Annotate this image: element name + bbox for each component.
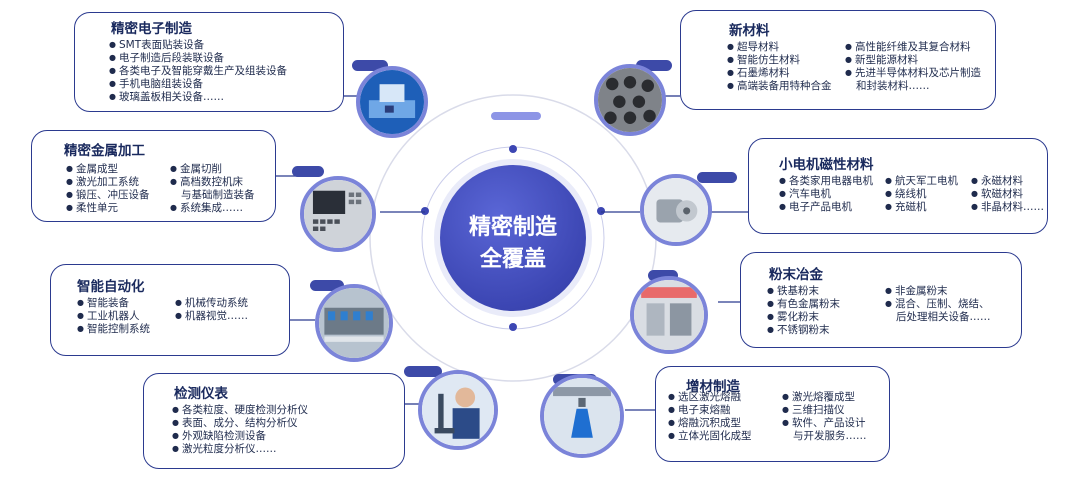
center-hub: 精密制造 全覆盖 — [440, 165, 586, 311]
list-item: 柔性单元 — [66, 202, 118, 215]
center-title-line2: 全覆盖 — [479, 247, 546, 272]
accent-pill — [310, 280, 344, 291]
list-item: SMT表面贴装设备 — [109, 39, 204, 52]
list-item: 激光熔覆成型 — [782, 391, 855, 404]
panel-title: 检测仪表 — [174, 386, 228, 402]
accent-pill — [697, 172, 737, 183]
panel-test-instruments: 检测仪表 各类粒度、硬度检测分析仪 表面、成分、结构分析仪 外观缺陷检测设备 激… — [143, 373, 405, 469]
motor-photo — [640, 174, 712, 246]
list-item: 金属成型 — [66, 163, 118, 176]
list-item: 永磁材料 — [971, 175, 1023, 188]
microscope-photo — [418, 370, 498, 450]
center-title-line1: 精密制造 — [468, 215, 557, 240]
panel-new-materials: 新材料 超导材料 智能仿生材料 石墨烯材料 高端装备用特种合金 高性能纤维及其复… — [680, 10, 996, 110]
list-item: 智能仿生材料 — [727, 54, 800, 67]
list-item: 各类家用电器电机 — [779, 175, 873, 188]
list-item: 金属切削 — [170, 163, 222, 176]
panel-title: 小电机磁性材料 — [779, 157, 874, 173]
ring-dot-left — [421, 207, 429, 215]
list-item: 各类粒度、硬度检测分析仪 — [172, 404, 308, 417]
list-item: 立体光固化成型 — [668, 430, 752, 443]
panel-title: 精密金属加工 — [64, 143, 145, 159]
accent-pill — [636, 60, 672, 71]
ring-dot-top — [509, 145, 517, 153]
additive-photo — [540, 374, 624, 458]
new-materials-photo — [594, 64, 666, 136]
accent-pill — [292, 166, 324, 177]
panel-title: 精密电子制造 — [111, 21, 192, 37]
list-item: 外观缺陷检测设备 — [172, 430, 266, 443]
list-item: 机械传动系统 — [175, 297, 248, 310]
list-item: 熔融沉积成型 — [668, 417, 741, 430]
list-item: 超导材料 — [727, 41, 779, 54]
accent-pill — [404, 366, 442, 377]
list-item: 工业机器人 — [77, 310, 140, 323]
list-item: 高性能纤维及其复合材料 — [845, 41, 971, 54]
list-item: 锻压、冲压设备 — [66, 189, 150, 202]
list-item: 软件、产品设计 — [782, 417, 866, 430]
panel-title: 新材料 — [729, 23, 770, 39]
list-item: 智能控制系统 — [77, 323, 150, 336]
list-item: 激光加工系统 — [66, 176, 139, 189]
list-item: 电子束熔融 — [668, 404, 731, 417]
automation-photo — [315, 284, 393, 362]
list-item: 与基础制造装备 — [181, 189, 255, 201]
list-item: 电子制造后段装联设备 — [109, 52, 224, 65]
list-item: 激光粒度分析仪…… — [172, 443, 277, 456]
panel-powder-metallurgy: 粉末冶金 铁基粉末 有色金属粉末 雾化粉末 不锈钢粉末 非金属粉末 混合、压制、… — [740, 252, 1022, 348]
list-item: 充磁机 — [885, 201, 927, 214]
list-item: 新型能源材料 — [845, 54, 918, 67]
list-item: 汽车电机 — [779, 188, 831, 201]
list-item: 智能装备 — [77, 297, 129, 310]
list-item: 石墨烯材料 — [727, 67, 790, 80]
list-item: 和封装材料…… — [856, 80, 930, 92]
list-item: 各类电子及智能穿戴生产及组装设备 — [109, 65, 287, 78]
list-item: 系统集成…… — [170, 202, 243, 215]
cnc-photo — [300, 176, 376, 252]
list-item: 混合、压制、烧结、 — [885, 298, 990, 311]
list-item: 机器视觉…… — [175, 310, 248, 323]
list-item: 不锈钢粉末 — [767, 324, 830, 337]
list-item: 手机电脑组装设备 — [109, 78, 203, 91]
list-item: 非金属粉末 — [885, 285, 948, 298]
ring-dot-bottom — [509, 323, 517, 331]
list-item: 高端装备用特种合金 — [727, 80, 832, 93]
panel-precision-metal: 精密金属加工 金属成型 激光加工系统 锻压、冲压设备 柔性单元 金属切削 高档数… — [31, 130, 276, 222]
list-item: 雾化粉末 — [767, 311, 819, 324]
panel-motor-magnetic: 小电机磁性材料 各类家用电器电机 汽车电机 电子产品电机 航天军工电机 绕线机 … — [748, 138, 1048, 234]
list-item: 非晶材料…… — [971, 201, 1044, 214]
ring-dot-right — [597, 207, 605, 215]
list-item: 与开发服务…… — [793, 430, 867, 442]
list-item: 有色金属粉末 — [767, 298, 840, 311]
powder-photo — [630, 276, 708, 354]
list-item: 铁基粉末 — [767, 285, 819, 298]
panel-smart-automation: 智能自动化 智能装备 工业机器人 智能控制系统 机械传动系统 机器视觉…… — [50, 264, 290, 356]
accent-pill — [352, 60, 388, 71]
list-item: 选区激光熔融 — [668, 391, 741, 404]
list-item: 后处理相关设备…… — [896, 311, 991, 323]
list-item: 表面、成分、结构分析仪 — [172, 417, 298, 430]
list-item: 航天军工电机 — [885, 175, 958, 188]
list-item: 玻璃盖板相关设备…… — [109, 91, 224, 104]
panel-title: 粉末冶金 — [769, 267, 823, 283]
panel-precision-electronics: 精密电子制造 SMT表面贴装设备 电子制造后段装联设备 各类电子及智能穿戴生产及… — [74, 12, 344, 112]
list-item: 高档数控机床 — [170, 176, 243, 189]
list-item: 三维扫描仪 — [782, 404, 845, 417]
panel-additive-manufacturing: 增材制造 选区激光熔融 电子束熔融 熔融沉积成型 立体光固化成型 激光熔覆成型 … — [655, 366, 890, 462]
list-item: 电子产品电机 — [779, 201, 852, 214]
accent-pill — [648, 270, 678, 281]
panel-title: 智能自动化 — [77, 279, 145, 295]
electronics-photo — [356, 66, 428, 138]
top-accent-bar — [491, 112, 541, 120]
list-item: 软磁材料 — [971, 188, 1023, 201]
list-item: 先进半导体材料及芯片制造 — [845, 67, 981, 80]
list-item: 绕线机 — [885, 188, 927, 201]
